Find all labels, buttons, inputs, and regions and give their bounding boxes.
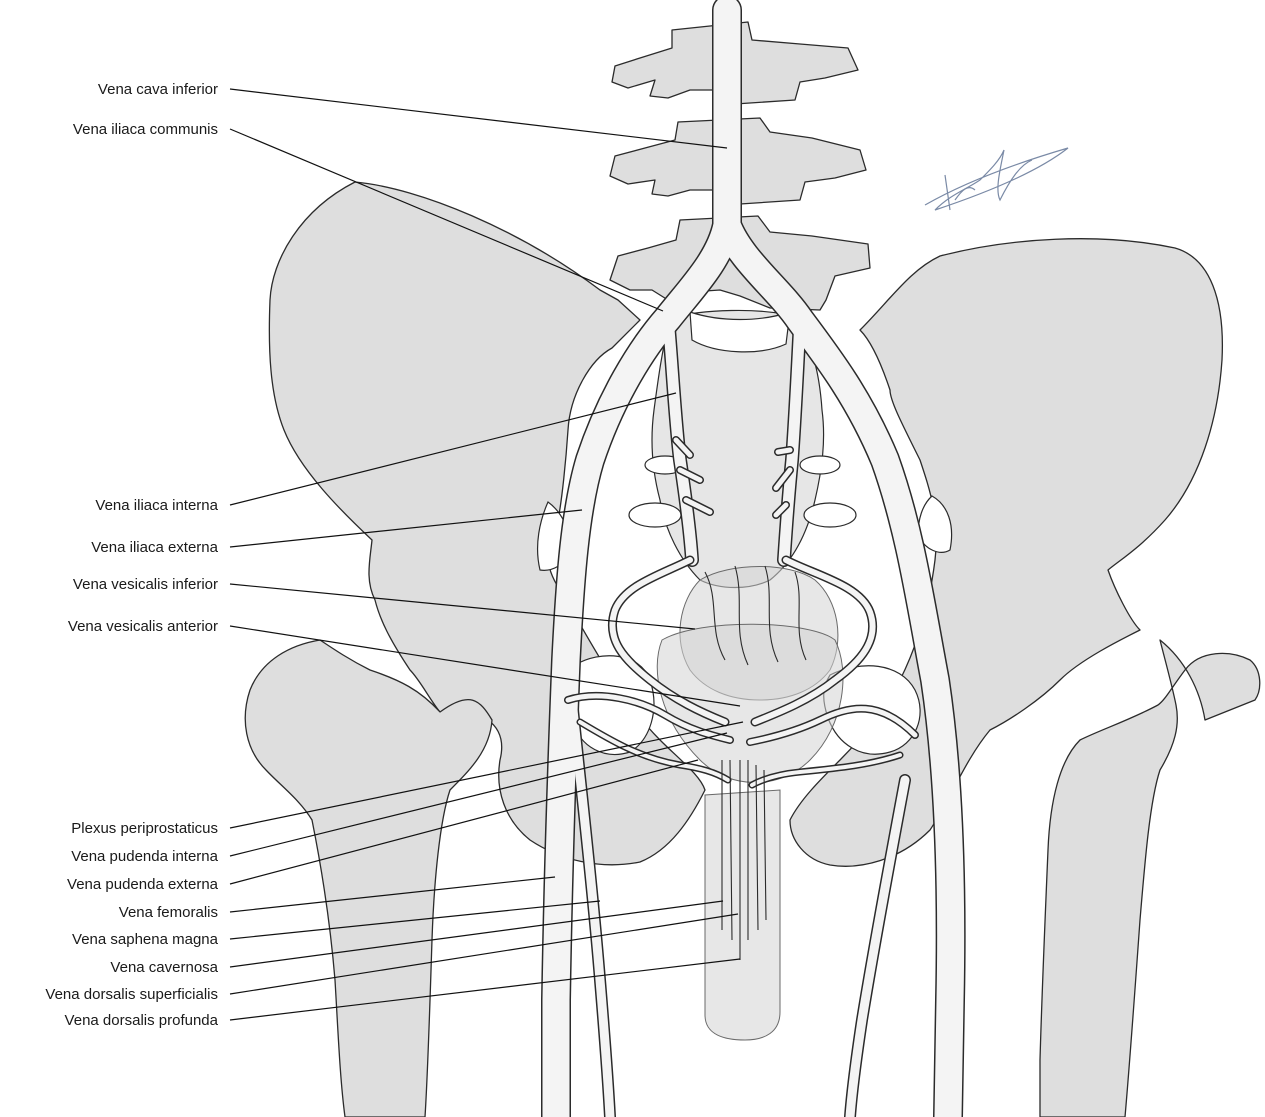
right-femur (1040, 640, 1260, 1117)
label-vena-vesicalis-inferior: Vena vesicalis inferior (73, 576, 218, 593)
artist-signature (925, 148, 1068, 210)
label-vena-iliaca-externa: Vena iliaca externa (91, 539, 218, 556)
leader-vena-cava-inferior (230, 89, 727, 148)
leader-vena-dorsalis-profunda (230, 959, 740, 1020)
label-vena-cava-inferior: Vena cava inferior (98, 81, 218, 98)
penis-shaft (705, 790, 780, 1040)
leader-vena-cavernosa (230, 901, 723, 967)
label-vena-cavernosa: Vena cavernosa (110, 959, 218, 976)
sacral-foramen-oval (629, 503, 681, 527)
left-femur (245, 640, 492, 1117)
label-plexus-periprostaticus: Plexus periprostaticus (71, 820, 218, 837)
sacral-foramen-oval (800, 456, 840, 474)
sacral-foramen-oval (804, 503, 856, 527)
label-vena-pudenda-externa: Vena pudenda externa (67, 876, 219, 893)
labels: Vena cava inferior Vena iliaca communis … (45, 81, 218, 1029)
label-vena-saphena-magna: Vena saphena magna (72, 931, 219, 948)
label-vena-femoralis: Vena femoralis (119, 904, 218, 921)
label-vena-iliaca-communis: Vena iliaca communis (73, 121, 218, 138)
leader-vena-dorsalis-superficialis (230, 914, 738, 994)
label-vena-dorsalis-superficialis: Vena dorsalis superficialis (45, 986, 218, 1003)
label-vena-vesicalis-anterior: Vena vesicalis anterior (68, 618, 218, 635)
label-vena-dorsalis-profunda: Vena dorsalis profunda (65, 1012, 219, 1029)
label-vena-pudenda-interna: Vena pudenda interna (71, 848, 218, 865)
label-vena-iliaca-interna: Vena iliaca interna (95, 497, 218, 514)
